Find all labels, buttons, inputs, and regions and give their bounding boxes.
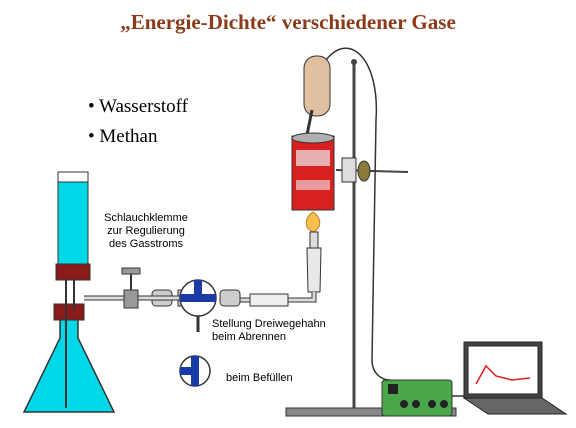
label-valve-burn: Stellung Dreiwegehahn beim Abrennen bbox=[212, 318, 326, 344]
page-title: „Energie-Dichte“ verschiedener Gase bbox=[120, 10, 456, 34]
flame bbox=[305, 211, 321, 233]
laptop bbox=[462, 341, 568, 415]
gas-burette bbox=[55, 171, 91, 281]
burner-nozzle bbox=[306, 231, 322, 293]
three-way-valve[interactable] bbox=[179, 279, 217, 332]
hose-clamp[interactable] bbox=[121, 267, 141, 309]
label-hose-clamp-line1: Schlauchklemme bbox=[104, 212, 188, 224]
label-hose-clamp: Schlauchklemme zur Regulierung des Gasst… bbox=[96, 212, 196, 251]
valve-fill-icon bbox=[179, 355, 211, 387]
label-valve-fill: beim Befüllen bbox=[226, 372, 293, 384]
beverage-can bbox=[291, 132, 335, 211]
tube-connector bbox=[249, 293, 289, 307]
bullet-methane: • Methan bbox=[88, 126, 158, 147]
erlenmeyer-flask bbox=[22, 280, 116, 413]
retort-stand bbox=[285, 59, 457, 417]
stand-clamp bbox=[335, 157, 409, 183]
interface-device bbox=[381, 379, 453, 417]
label-valve-burn-line1: Stellung Dreiwegehahn bbox=[212, 318, 326, 330]
label-hose-clamp-line3: des Gasstroms bbox=[109, 238, 183, 250]
thermometer bbox=[303, 55, 331, 141]
measurement-curve bbox=[475, 364, 531, 385]
bullet-hydrogen: • Wasserstoff bbox=[88, 96, 188, 117]
sensor-cable bbox=[325, 47, 391, 381]
label-valve-burn-line2: beim Abrennen bbox=[212, 331, 286, 343]
label-hose-clamp-line2: zur Regulierung bbox=[107, 225, 185, 237]
